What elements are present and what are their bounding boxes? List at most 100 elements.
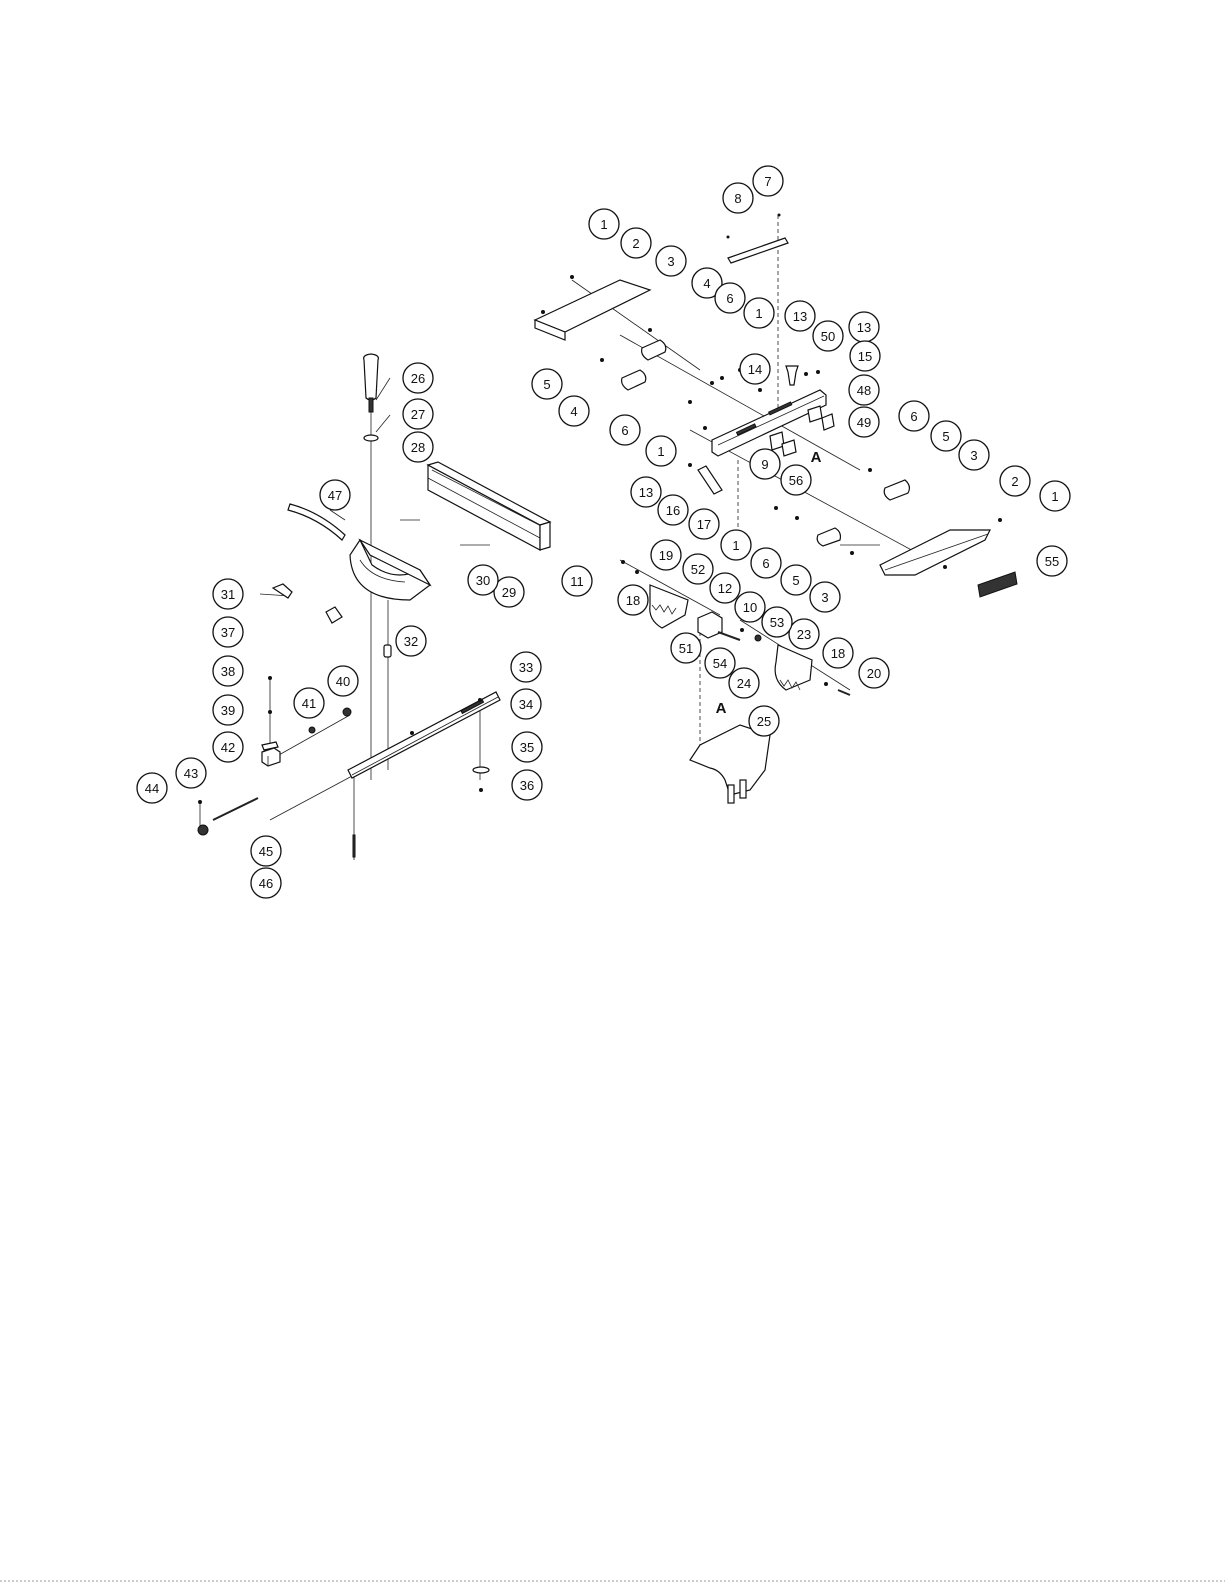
callout-5: 5 [532,369,562,399]
washer-part [364,435,378,441]
svg-text:53: 53 [770,615,784,630]
callout-6-4: 6 [751,548,781,578]
svg-text:32: 32 [404,634,418,649]
callout-43: 43 [176,758,206,788]
svg-text:41: 41 [302,696,316,711]
svg-text:18: 18 [831,646,845,661]
svg-text:23: 23 [797,627,811,642]
callout-6-3: 6 [899,401,929,431]
svg-text:17: 17 [697,517,711,532]
callout-15: 15 [850,341,880,371]
knob-45-part [198,825,208,835]
callout-26: 26 [403,363,433,393]
miter-gauge-assembly [198,354,550,857]
callout-5-3: 5 [781,565,811,595]
callout-36: 36 [512,770,542,800]
svg-text:5: 5 [942,429,949,444]
svg-text:1: 1 [657,444,664,459]
svg-text:35: 35 [520,740,534,755]
svg-text:11: 11 [570,574,584,589]
svg-text:3: 3 [667,254,674,269]
callout-40: 40 [328,666,358,696]
guard-plate-right-part [880,518,1002,575]
callout-1-5: 1 [1040,481,1070,511]
callout-3-2: 3 [959,440,989,470]
callout-30: 30 [468,565,498,595]
callout-19: 19 [651,540,681,570]
knob-40-part [343,708,351,716]
callout-18-2: 18 [823,638,853,668]
svg-text:43: 43 [184,766,198,781]
handle-shaft [369,398,373,412]
callout-45: 45 [251,836,281,866]
svg-text:3: 3 [821,590,828,605]
guard-plate-left-part [535,275,650,340]
callout-14: 14 [740,354,770,384]
svg-text:1: 1 [1051,489,1058,504]
callout-1-2: 1 [744,298,774,328]
knob-part-lower [326,607,342,623]
svg-text:6: 6 [621,423,628,438]
callout-10: 10 [735,592,765,622]
svg-text:15: 15 [858,349,872,364]
callout-51: 51 [671,633,701,663]
callout-6: 6 [715,283,745,313]
svg-text:4: 4 [570,404,577,419]
callout-44: 44 [137,773,167,803]
svg-text:30: 30 [476,573,490,588]
callout-2-2: 2 [1000,466,1030,496]
ref-letter-lower: A [716,700,727,717]
svg-text:37: 37 [221,625,235,640]
link-bar-part [727,214,789,264]
callout-31: 31 [213,579,243,609]
callout-49: 49 [849,407,879,437]
svg-text:45: 45 [259,844,273,859]
svg-text:3: 3 [970,448,977,463]
callout-53: 53 [762,607,792,637]
support-lower-part [622,370,646,390]
callout-11: 11 [562,566,592,596]
pawl-left-part [650,585,688,628]
callout-50: 50 [813,321,843,351]
svg-text:20: 20 [867,666,881,681]
svg-text:1: 1 [600,217,607,232]
callout-1-3: 1 [646,436,676,466]
svg-text:13: 13 [857,320,871,335]
callout-20: 20 [859,658,889,688]
callout-32: 32 [396,626,426,656]
svg-text:44: 44 [145,781,159,796]
svg-text:46: 46 [259,876,273,891]
svg-text:19: 19 [659,548,673,563]
svg-text:54: 54 [713,656,727,671]
callout-35: 35 [512,732,542,762]
callout-54: 54 [705,648,735,678]
svg-text:25: 25 [757,714,771,729]
callout-23: 23 [789,619,819,649]
svg-text:2: 2 [1011,474,1018,489]
svg-text:13: 13 [793,309,807,324]
callout-3-3: 3 [810,582,840,612]
svg-text:12: 12 [718,581,732,596]
callout-13: 13 [785,301,815,331]
svg-text:1: 1 [755,306,762,321]
svg-text:55: 55 [1045,554,1059,569]
callout-34: 34 [511,689,541,719]
callout-46: 46 [251,868,281,898]
callout-5-2: 5 [931,421,961,451]
callout-2: 2 [621,228,651,258]
callout-47: 47 [320,480,350,510]
svg-text:24: 24 [737,676,751,691]
callout-38: 38 [213,656,243,686]
callout-1-4: 1 [721,530,751,560]
svg-text:6: 6 [726,291,733,306]
svg-text:10: 10 [743,600,757,615]
callout-37: 37 [213,617,243,647]
callout-17: 17 [689,509,719,539]
riving-knife-part [690,725,770,803]
svg-text:29: 29 [502,585,516,600]
svg-text:2: 2 [632,236,639,251]
washer-35-part [473,767,489,773]
callout-25: 25 [749,706,779,736]
